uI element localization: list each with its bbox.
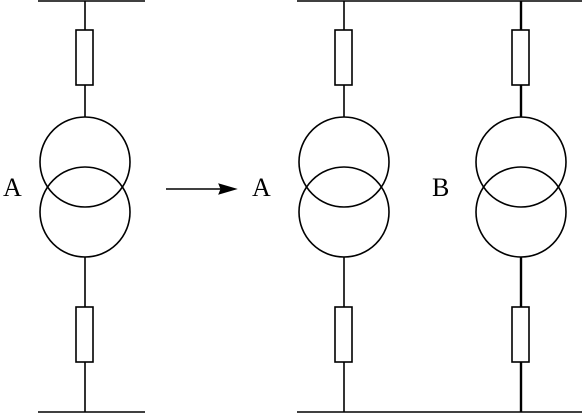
branch-b-top-resistor [511, 29, 530, 86]
branch-a-bottom-resistor [334, 306, 353, 363]
branch-a-transformer-lower-coil [298, 166, 390, 258]
branch-b-bottom-resistor [511, 306, 530, 363]
branch-b-transformer-upper-coil [475, 116, 567, 208]
left-transformer-lower-coil [39, 166, 131, 258]
right-circuit: A B [252, 0, 582, 413]
branch-a-top-resistor [334, 29, 353, 86]
left-bottom-resistor [75, 306, 94, 363]
branch-a-label: A [252, 173, 271, 202]
left-top-resistor [75, 29, 94, 86]
branch-b-label: B [432, 173, 449, 202]
left-transformer-label: A [3, 173, 22, 202]
transform-arrow [166, 183, 238, 195]
arrow-head [218, 183, 238, 195]
left-circuit: A [3, 0, 145, 413]
left-transformer-upper-coil [39, 116, 131, 208]
branch-a-transformer-upper-coil [298, 116, 390, 208]
branch-b-transformer-lower-coil [475, 166, 567, 258]
